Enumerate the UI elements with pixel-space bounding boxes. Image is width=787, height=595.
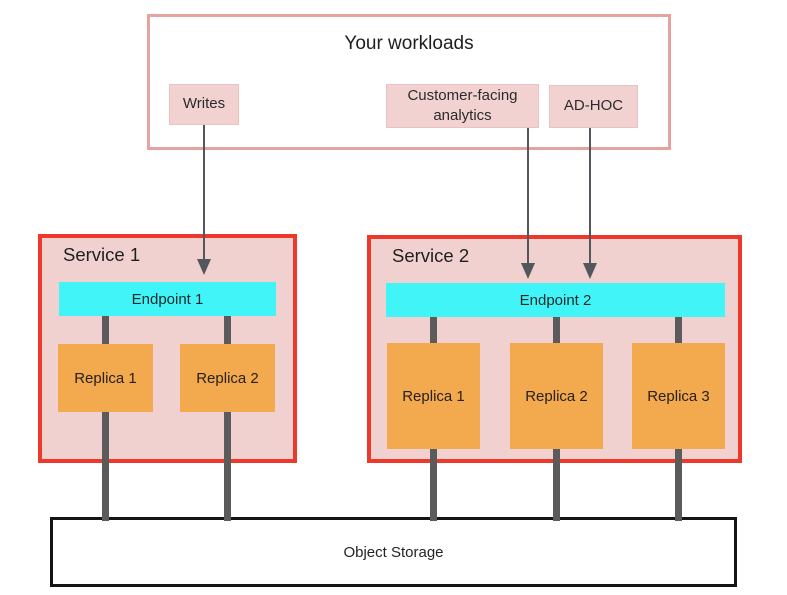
service-1-replica-1: Replica 1 (58, 344, 153, 412)
endpoint-2: Endpoint 2 (386, 283, 725, 317)
service-2-replica-1: Replica 1 (387, 343, 480, 449)
connector-endpoint2-replica1 (430, 317, 437, 343)
connector-endpoint1-replica2 (224, 316, 231, 344)
connector-s2r2-storage (553, 449, 560, 521)
customer-facing-analytics-chip: Customer-facing analytics (386, 84, 539, 128)
service-1-box: Service 1 Endpoint 1 Replica 1 Replica 2 (38, 234, 297, 463)
ad-hoc-chip: AD-HOC (549, 85, 638, 128)
endpoint-1: Endpoint 1 (59, 282, 276, 316)
object-storage-label: Object Storage (343, 543, 444, 561)
service-2-label: Service 2 (392, 245, 470, 266)
connector-s1r1-storage (102, 412, 109, 521)
connector-endpoint2-replica2 (553, 317, 560, 343)
connector-s1r2-storage (224, 412, 231, 521)
connector-endpoint2-replica3 (675, 317, 682, 343)
connector-endpoint1-replica1 (102, 316, 109, 344)
object-storage-box: Object Storage (50, 517, 737, 587)
service-2-box: Service 2 Endpoint 2 Replica 1 Replica 2… (367, 235, 742, 463)
connector-s2r3-storage (675, 449, 682, 521)
service-2-replica-3: Replica 3 (632, 343, 725, 449)
service-2-replica-2: Replica 2 (510, 343, 603, 449)
workloads-box: Your workloads Writes Customer-facing an… (147, 14, 671, 150)
workloads-title: Your workloads (344, 33, 474, 54)
writes-chip: Writes (169, 84, 239, 125)
connector-s2r1-storage (430, 449, 437, 521)
service-1-label: Service 1 (63, 244, 141, 265)
service-1-replica-2: Replica 2 (180, 344, 275, 412)
